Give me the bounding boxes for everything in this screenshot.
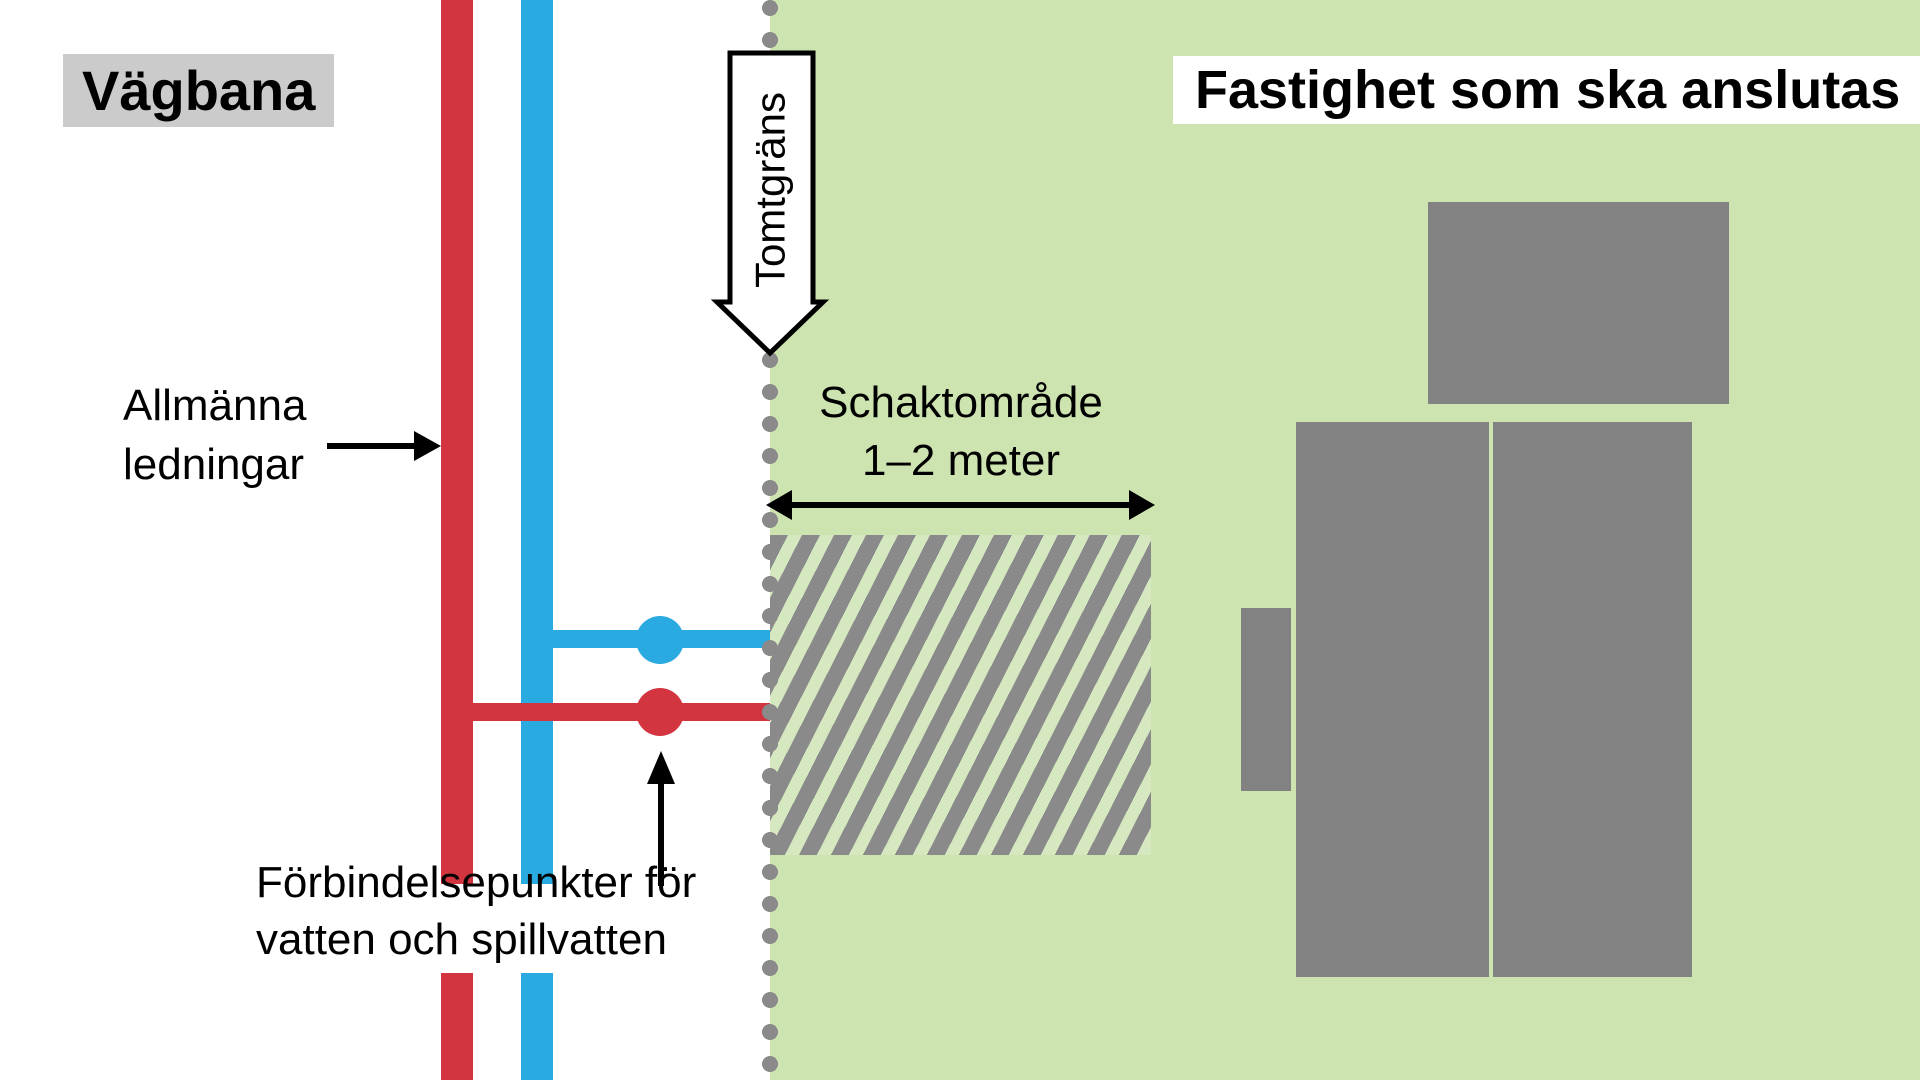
property-title: Fastighet som ska anslutas (1173, 56, 1920, 124)
connection-points-label-line1: Förbindelsepunkter för (256, 858, 697, 907)
building-house-left (1296, 422, 1489, 977)
public-pipes-label-line2: ledningar (123, 440, 305, 489)
excavation-label-line2: 1–2 meter (861, 436, 1061, 485)
boundary-dotted-line (761, 0, 779, 1080)
sewage-pipe-branch (451, 703, 770, 721)
building-garage (1428, 202, 1729, 404)
public-pipes-label-line1: Allmänna (123, 381, 307, 430)
public-pipes-label: Allmänna ledningar (123, 376, 306, 494)
connection-points-label: Förbindelsepunkter för vatten och spillv… (256, 854, 696, 968)
public-pipes-arrow-icon (327, 431, 441, 461)
excavation-label-line1: Schaktområde (819, 378, 1103, 427)
building-entrance (1241, 608, 1291, 791)
excavation-label: Schaktområde 1–2 meter (770, 374, 1152, 490)
road-label: Vägbana (63, 54, 335, 127)
building-house-right (1493, 422, 1692, 977)
sewage-connection-point-dot (636, 688, 684, 736)
connection-points-label-line2: vatten och spillvatten (256, 915, 667, 964)
water-connection-point-dot (636, 616, 684, 664)
excavation-area-hatch (770, 535, 1151, 855)
pipe-gap-cover (418, 884, 582, 973)
